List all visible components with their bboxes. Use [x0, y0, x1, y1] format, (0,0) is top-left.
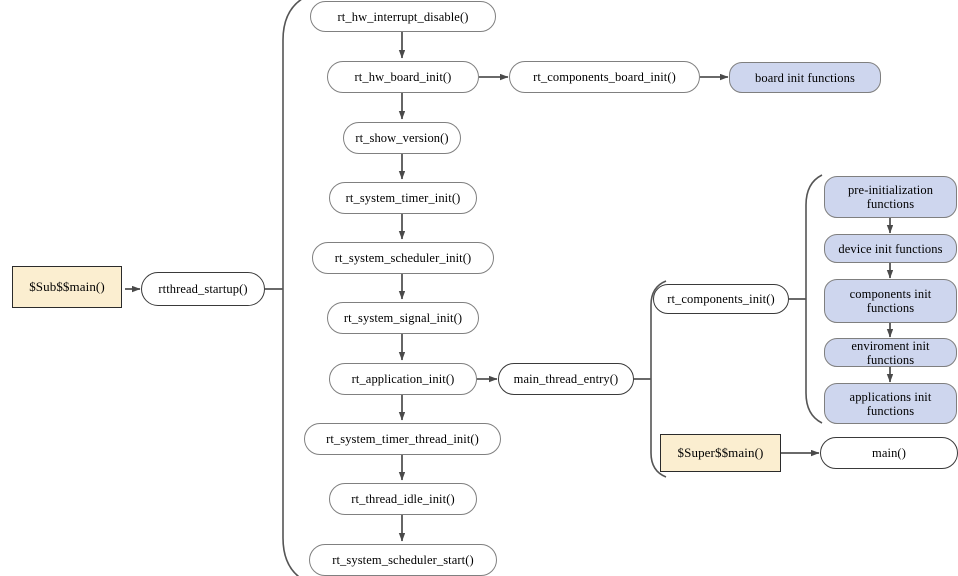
node-rt-system-timer-init[interactable]: rt_system_timer_init() — [329, 182, 477, 214]
node-rt-components-board-init[interactable]: rt_components_board_init() — [509, 61, 700, 93]
brace-startup-lower — [282, 289, 300, 576]
node-rt-thread-idle-init[interactable]: rt_thread_idle_init() — [329, 483, 477, 515]
node-sub-main[interactable]: $Sub$$main() — [12, 266, 122, 308]
node-rt-hw-interrupt-disable[interactable]: rt_hw_interrupt_disable() — [310, 1, 496, 32]
node-board-init-functions[interactable]: board init functions — [729, 62, 881, 93]
node-rt-show-version[interactable]: rt_show_version() — [343, 122, 461, 154]
node-rt-system-scheduler-init[interactable]: rt_system_scheduler_init() — [312, 242, 494, 274]
node-rtthread-startup[interactable]: rtthread_startup() — [141, 272, 265, 306]
node-rt-system-scheduler-start[interactable]: rt_system_scheduler_start() — [309, 544, 497, 576]
brace-init-lower — [805, 299, 823, 424]
node-super-main[interactable]: $Super$$main() — [660, 434, 781, 472]
node-rt-system-timer-thread-init[interactable]: rt_system_timer_thread_init() — [304, 423, 501, 455]
node-pre-initialization-functions[interactable]: pre-initialization functions — [824, 176, 957, 218]
node-rt-components-init[interactable]: rt_components_init() — [653, 284, 789, 314]
node-enviroment-init-functions[interactable]: enviroment init functions — [824, 338, 957, 367]
node-rt-hw-board-init[interactable]: rt_hw_board_init() — [327, 61, 479, 93]
brace-startup-upper — [282, 0, 302, 289]
node-device-init-functions[interactable]: device init functions — [824, 234, 957, 263]
node-applications-init-functions[interactable]: applications init functions — [824, 383, 957, 424]
node-rt-application-init[interactable]: rt_application_init() — [329, 363, 477, 395]
brace-init-upper — [805, 174, 823, 299]
node-main-thread-entry[interactable]: main_thread_entry() — [498, 363, 634, 395]
node-rt-system-signal-init[interactable]: rt_system_signal_init() — [327, 302, 479, 334]
node-main[interactable]: main() — [820, 437, 958, 469]
node-components-init-functions[interactable]: components init functions — [824, 279, 957, 323]
